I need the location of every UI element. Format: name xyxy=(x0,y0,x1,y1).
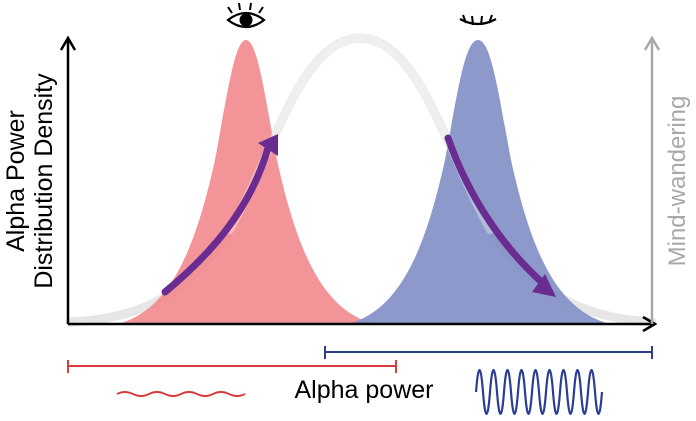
purple-arrowhead-down xyxy=(532,274,556,297)
gray-distribution-curve xyxy=(65,33,657,327)
y-axis-left-label-line1: Alpha Power xyxy=(2,110,30,252)
red-distribution xyxy=(118,40,374,324)
blue-distribution xyxy=(348,40,610,324)
y-axis-left-arrowhead xyxy=(59,35,77,51)
x-axis-label: Alpha power xyxy=(295,376,434,404)
y-axis-right-label: Mind-wandering xyxy=(664,96,691,267)
closed-eye-icon xyxy=(459,14,497,26)
purple-arrow-down xyxy=(444,134,549,289)
purple-arrowhead-up xyxy=(258,134,278,156)
x-axis-arrowhead xyxy=(642,315,658,333)
low-amplitude-wave xyxy=(116,391,246,397)
y-axis-left-label-line2: Distribution Density xyxy=(30,73,58,289)
open-eye-icon xyxy=(226,2,266,29)
blue-range-bar xyxy=(324,346,653,359)
purple-arrow-up xyxy=(161,144,272,296)
high-amplitude-wave xyxy=(474,368,604,416)
red-range-bar xyxy=(67,360,397,373)
y-axis-right-arrowhead xyxy=(643,35,661,51)
